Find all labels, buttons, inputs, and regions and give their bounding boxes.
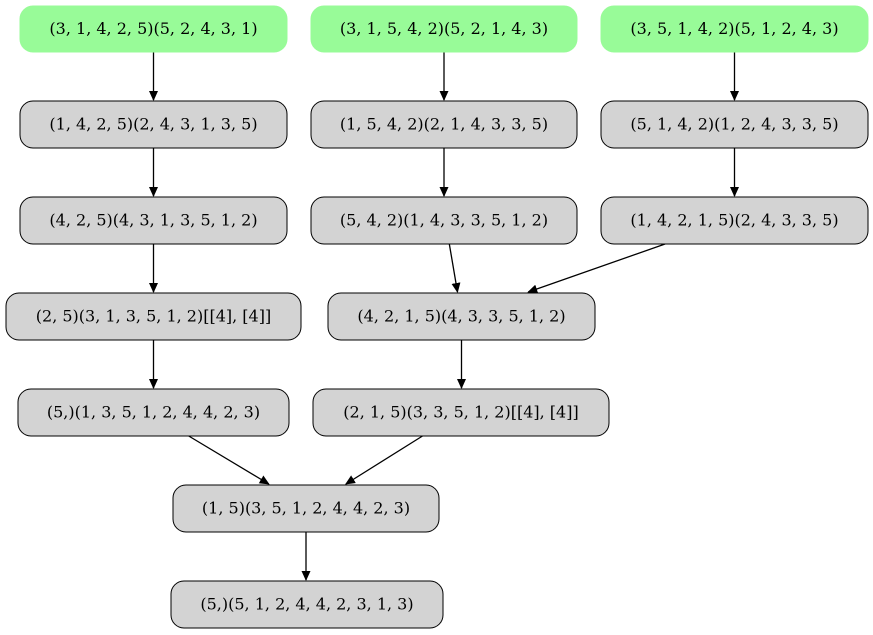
node-label: (1, 4, 2, 1, 5)(2, 4, 3, 3, 5) — [630, 211, 838, 230]
start-node: (3, 1, 4, 2, 5)(5, 2, 4, 3, 1) — [19, 5, 288, 53]
edge-arrow — [188, 435, 270, 485]
node-label: (5, 1, 4, 2)(1, 2, 4, 3, 3, 5) — [630, 115, 838, 134]
node-label: (1, 5)(3, 5, 1, 2, 4, 4, 2, 3) — [202, 499, 410, 518]
node-label: (4, 2, 5)(4, 3, 1, 3, 5, 1, 2) — [49, 211, 257, 230]
node-label: (1, 4, 2, 5)(2, 4, 3, 1, 3, 5) — [49, 115, 257, 134]
start-node: (3, 1, 5, 4, 2)(5, 2, 1, 4, 3) — [310, 5, 578, 53]
edge-arrow — [527, 243, 666, 294]
nodes-layer: (3, 1, 4, 2, 5)(5, 2, 4, 3, 1) (3, 1, 5, … — [5, 5, 869, 629]
edge-arrow — [345, 435, 423, 485]
state-node: (5, 1, 4, 2)(1, 2, 4, 3, 3, 5) — [600, 100, 869, 149]
state-node: (4, 2, 5)(4, 3, 1, 3, 5, 1, 2) — [19, 196, 288, 245]
edge-arrow — [448, 243, 461, 293]
node-label: (3, 1, 4, 2, 5)(5, 2, 4, 3, 1) — [49, 19, 257, 38]
node-box — [600, 196, 869, 245]
state-node: (1, 5)(3, 5, 1, 2, 4, 4, 2, 3) — [172, 484, 440, 533]
node-box — [310, 196, 578, 245]
state-node: (4, 2, 1, 5)(4, 3, 3, 5, 1, 2) — [327, 292, 596, 341]
state-node: (5,)(5, 1, 2, 4, 4, 2, 3, 1, 3) — [170, 580, 444, 629]
node-label: (5, 4, 2)(1, 4, 3, 3, 5, 1, 2) — [340, 211, 548, 230]
state-node: (1, 5, 4, 2)(2, 1, 4, 3, 3, 5) — [310, 100, 578, 149]
node-label: (3, 1, 5, 4, 2)(5, 2, 1, 4, 3) — [340, 19, 548, 38]
node-box — [170, 580, 444, 629]
node-box — [312, 388, 610, 437]
node-label: (2, 5)(3, 1, 3, 5, 1, 2)[[4], [4]] — [36, 307, 271, 326]
state-node: (1, 4, 2, 1, 5)(2, 4, 3, 3, 5) — [600, 196, 869, 245]
state-node: (2, 5)(3, 1, 3, 5, 1, 2)[[4], [4]] — [5, 292, 302, 341]
node-box — [17, 388, 290, 437]
node-label: (5,)(1, 3, 5, 1, 2, 4, 4, 2, 3) — [47, 403, 260, 422]
node-box — [19, 5, 288, 53]
state-node: (5, 4, 2)(1, 4, 3, 3, 5, 1, 2) — [310, 196, 578, 245]
node-box — [5, 292, 302, 341]
node-box — [310, 100, 578, 149]
edges-layer — [149, 52, 739, 581]
node-label: (3, 5, 1, 4, 2)(5, 1, 2, 4, 3) — [630, 19, 838, 38]
node-label: (5,)(5, 1, 2, 4, 4, 2, 3, 1, 3) — [200, 595, 413, 614]
state-node: (1, 4, 2, 5)(2, 4, 3, 1, 3, 5) — [19, 100, 288, 149]
node-box — [327, 292, 596, 341]
node-box — [172, 484, 440, 533]
node-box — [310, 5, 578, 53]
node-label: (4, 2, 1, 5)(4, 3, 3, 5, 1, 2) — [357, 307, 565, 326]
state-node: (2, 1, 5)(3, 3, 5, 1, 2)[[4], [4]] — [312, 388, 610, 437]
node-box — [600, 100, 869, 149]
node-label: (2, 1, 5)(3, 3, 5, 1, 2)[[4], [4]] — [343, 403, 578, 422]
start-node: (3, 5, 1, 4, 2)(5, 1, 2, 4, 3) — [600, 5, 869, 53]
node-box — [600, 5, 869, 53]
node-label: (1, 5, 4, 2)(2, 1, 4, 3, 3, 5) — [340, 115, 548, 134]
state-node: (5,)(1, 3, 5, 1, 2, 4, 4, 2, 3) — [17, 388, 290, 437]
node-box — [19, 196, 288, 245]
node-box — [19, 100, 288, 149]
